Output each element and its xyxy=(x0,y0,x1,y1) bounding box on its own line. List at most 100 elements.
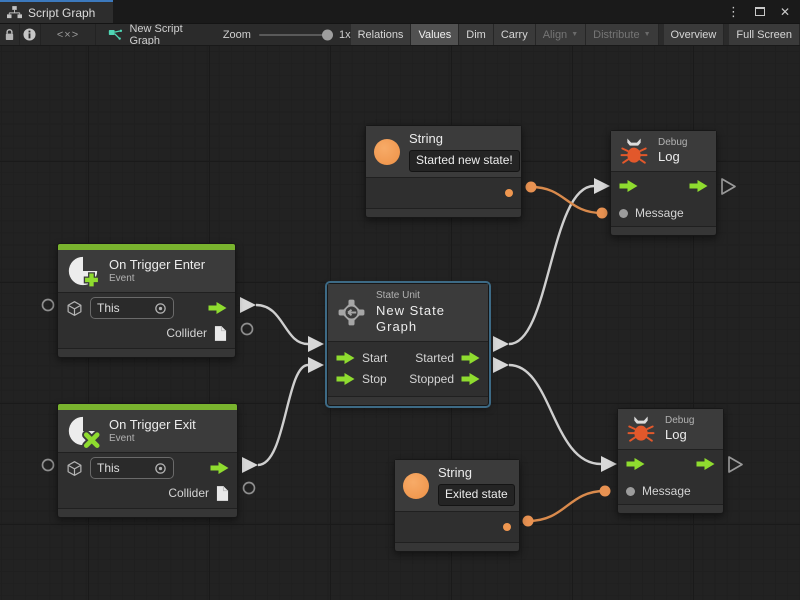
message-input-port[interactable] xyxy=(626,486,635,496)
graph-selector[interactable]: New Script Graph xyxy=(96,24,208,45)
tab-label: Script Graph xyxy=(28,5,96,20)
string-output-port[interactable] xyxy=(505,188,513,197)
zoom-value: 1x xyxy=(338,28,351,41)
node-header: String Started new state! xyxy=(366,126,521,179)
node-header: State Unit New State Graph xyxy=(328,284,488,342)
node-footer xyxy=(611,226,716,235)
node-footer xyxy=(328,396,488,405)
zoom-slider[interactable] xyxy=(258,29,333,40)
flow-output-port[interactable] xyxy=(689,180,708,192)
node-subtitle: Event xyxy=(109,432,135,444)
node-subtitle: Event xyxy=(109,272,135,284)
zoom-control: Zoom 1x xyxy=(223,29,351,41)
string-value-input[interactable]: Exited state xyxy=(438,484,515,507)
bug-icon xyxy=(626,413,656,445)
tab-bar: Script Graph ⋮ ✕ xyxy=(0,0,800,24)
string-output-port[interactable] xyxy=(503,522,511,531)
graph-hierarchy-icon xyxy=(7,6,22,19)
this-target-dropdown[interactable]: This xyxy=(90,457,174,479)
collider-output-port[interactable] xyxy=(214,325,227,342)
distribute-button[interactable]: Distribute▼ xyxy=(586,24,659,45)
flow-output-port[interactable] xyxy=(696,458,715,470)
stop-input-port[interactable] xyxy=(336,372,355,385)
lock-button[interactable] xyxy=(0,24,20,45)
event-accent-bar xyxy=(58,244,235,250)
node-header: String Exited state xyxy=(395,460,519,513)
node-string-bottom[interactable]: String Exited state xyxy=(394,459,520,553)
string-literal-icon xyxy=(374,138,400,165)
trigger-enter-icon xyxy=(66,254,100,288)
code-icon: <×> xyxy=(56,28,80,41)
carry-button[interactable]: Carry xyxy=(493,24,536,45)
port-label: Collider xyxy=(168,486,209,500)
target-picker-icon[interactable] xyxy=(154,462,167,475)
node-title: On Trigger Exit xyxy=(109,416,196,432)
node-title: New State Graph xyxy=(376,302,445,334)
node-string-top[interactable]: String Started new state! xyxy=(365,125,522,219)
state-unit-icon xyxy=(336,297,367,328)
flow-output-port[interactable] xyxy=(208,302,227,314)
port-label: Started xyxy=(415,350,454,365)
node-footer xyxy=(618,504,723,513)
maximize-icon[interactable] xyxy=(754,7,765,16)
window-menu-icon[interactable]: ⋮ xyxy=(726,4,740,19)
close-icon[interactable]: ✕ xyxy=(779,4,790,19)
node-subtitle: Debug xyxy=(665,414,695,426)
stopped-output-port[interactable] xyxy=(461,372,480,385)
lock-icon xyxy=(4,28,15,41)
collider-output-port[interactable] xyxy=(216,485,229,502)
gameobject-cube-icon xyxy=(66,300,83,317)
started-output-port[interactable] xyxy=(461,351,480,364)
port-label: Stopped xyxy=(409,371,454,386)
align-button[interactable]: Align▼ xyxy=(535,24,587,45)
node-footer xyxy=(58,508,237,517)
flow-output-port[interactable] xyxy=(210,462,229,474)
window-controls: ⋮ ✕ xyxy=(727,0,800,23)
node-subtitle: Debug xyxy=(658,136,688,148)
node-header: On Trigger Exit Event xyxy=(58,410,237,453)
gameobject-cube-icon xyxy=(66,460,83,477)
info-icon xyxy=(23,28,36,41)
node-debug-log-bottom[interactable]: Debug Log Message xyxy=(617,408,724,514)
dim-button[interactable]: Dim xyxy=(459,24,494,45)
node-title: Log xyxy=(658,149,680,165)
graph-toolbar: <×> New Script Graph Zoom 1x Relations V… xyxy=(0,24,800,46)
node-on-trigger-exit[interactable]: On Trigger Exit Event This xyxy=(57,403,238,518)
values-button[interactable]: Values xyxy=(411,24,460,45)
bug-icon xyxy=(619,135,649,167)
inspect-button[interactable] xyxy=(20,24,41,45)
message-input-port[interactable] xyxy=(619,208,628,218)
chevron-down-icon: ▼ xyxy=(643,31,651,38)
start-input-port[interactable] xyxy=(336,351,355,364)
port-label: Collider xyxy=(166,326,207,340)
string-literal-icon xyxy=(403,472,429,499)
node-footer xyxy=(395,542,519,552)
event-accent-bar xyxy=(58,404,237,410)
node-title: String xyxy=(409,131,443,146)
relations-button[interactable]: Relations xyxy=(350,24,412,45)
node-header: Debug Log xyxy=(611,131,716,172)
fullscreen-button[interactable]: Full Screen xyxy=(729,24,800,45)
node-title: Log xyxy=(665,427,687,443)
target-picker-icon[interactable] xyxy=(154,302,167,315)
graph-name-label: New Script Graph xyxy=(129,24,183,46)
node-state-unit[interactable]: State Unit New State Graph Start Started… xyxy=(327,283,489,406)
node-subtitle: State Unit xyxy=(376,290,420,301)
zoom-label: Zoom xyxy=(222,28,251,41)
node-footer xyxy=(366,208,521,218)
node-title: String xyxy=(438,465,472,480)
zoom-slider-handle[interactable] xyxy=(321,29,333,40)
node-on-trigger-enter[interactable]: On Trigger Enter Event This xyxy=(57,243,236,358)
port-label: Message xyxy=(642,484,691,498)
chevron-down-icon: ▼ xyxy=(571,31,579,38)
overview-button[interactable]: Overview xyxy=(663,24,725,45)
this-target-dropdown[interactable]: This xyxy=(90,297,174,319)
string-value-input[interactable]: Started new state! xyxy=(409,150,520,173)
flow-input-port[interactable] xyxy=(626,458,645,470)
graph-asset-icon xyxy=(108,29,123,41)
code-preview-button[interactable]: <×> xyxy=(41,24,97,45)
tab-script-graph[interactable]: Script Graph xyxy=(0,0,113,23)
flow-input-port[interactable] xyxy=(619,180,638,192)
port-label: Stop xyxy=(362,371,387,386)
node-debug-log-top[interactable]: Debug Log Message xyxy=(610,130,717,236)
